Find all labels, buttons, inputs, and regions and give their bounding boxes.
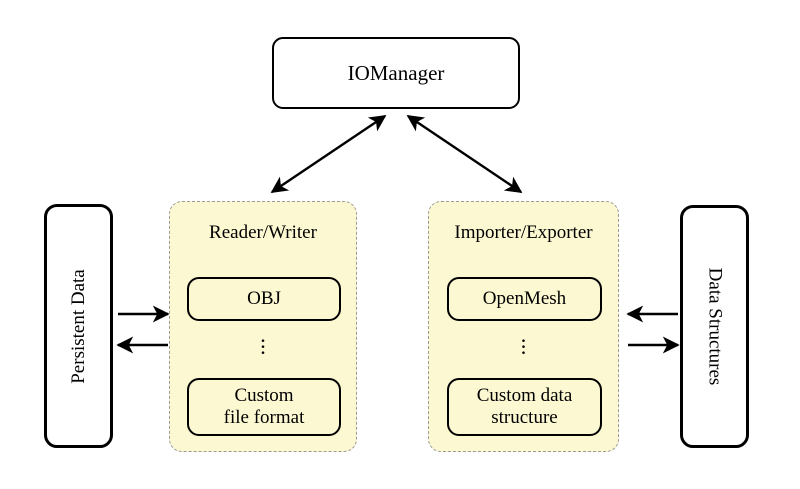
group-reader-writer-title: Reader/Writer	[209, 222, 317, 243]
data-structures-node[interactable]: Data Structures	[680, 205, 749, 448]
item-obj-label: OBJ	[247, 288, 281, 310]
item-obj[interactable]: OBJ	[187, 277, 341, 321]
arrow-manager-readerwriter	[270, 115, 387, 193]
importer-exporter-ellipsis-icon: ...	[520, 322, 527, 359]
persistent-data-node[interactable]: Persistent Data	[44, 204, 113, 448]
reader-writer-ellipsis-icon: ...	[260, 322, 266, 359]
data-structures-label: Data Structures	[704, 267, 725, 386]
persistent-data-label: Persistent Data	[68, 268, 90, 384]
item-openmesh[interactable]: OpenMesh	[447, 277, 602, 321]
group-importer-exporter[interactable]: Importer/Exporter OpenMesh ... Custom da…	[428, 201, 619, 452]
io-manager-label: IOManager	[347, 60, 445, 85]
group-importer-exporter-title: Importer/Exporter	[454, 222, 593, 243]
io-manager-node[interactable]: IOManager	[272, 37, 520, 109]
item-openmesh-label: OpenMesh	[482, 288, 567, 310]
arrow-manager-importerexporter	[406, 115, 523, 193]
